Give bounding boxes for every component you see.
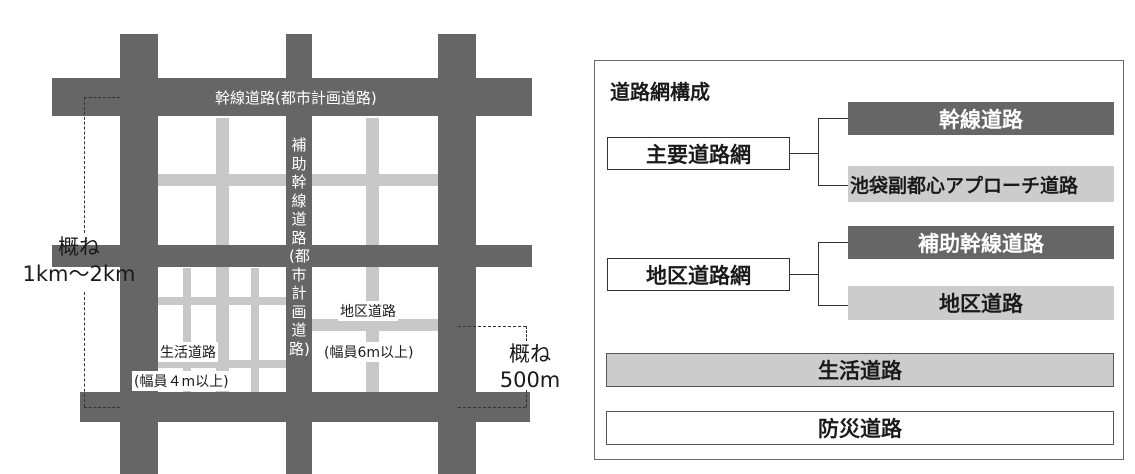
living-road-width-label: (幅員４m以上) bbox=[132, 371, 231, 391]
connector-line bbox=[818, 185, 848, 186]
dimension-line bbox=[84, 292, 85, 407]
dimension-line bbox=[84, 97, 120, 98]
living-road-box: 生活道路 bbox=[606, 353, 1114, 387]
living-road-vertical bbox=[251, 268, 259, 398]
arterial-road-horizontal bbox=[80, 392, 530, 422]
district-network-box: 地区道路網 bbox=[607, 258, 790, 291]
spacing-label-small-line2: 500m bbox=[499, 368, 561, 392]
living-road-label: 生活道路 bbox=[158, 342, 218, 362]
dimension-line bbox=[526, 390, 527, 407]
connector-line bbox=[818, 118, 819, 185]
panel-title: 道路網構成 bbox=[610, 80, 710, 104]
dimension-line bbox=[84, 97, 85, 233]
living-road-horizontal bbox=[120, 360, 300, 368]
disaster-prevention-road-box: 防災道路 bbox=[606, 411, 1114, 445]
ikebukuro-approach-road-box: 池袋副都心アプローチ道路 bbox=[848, 166, 1114, 202]
sub-arterial-road-box: 補助幹線道路 bbox=[848, 226, 1114, 259]
connector-line bbox=[818, 242, 848, 243]
dimension-line bbox=[84, 407, 120, 408]
spacing-label-large-line1: 概ね bbox=[58, 235, 100, 259]
connector-line bbox=[818, 118, 848, 119]
connector-line bbox=[818, 305, 848, 306]
district-road-width-label: (幅員6m以上) bbox=[322, 342, 416, 362]
living-road-horizontal bbox=[120, 297, 300, 305]
main-network-box: 主要道路網 bbox=[607, 137, 790, 170]
spacing-label-small-line1: 概ね bbox=[509, 342, 551, 366]
district-road-label: 地区道路 bbox=[338, 301, 398, 321]
dimension-line bbox=[458, 407, 526, 408]
spacing-label-large: 概ね 1km〜2km bbox=[0, 234, 158, 288]
district-road-box: 地区道路 bbox=[848, 286, 1114, 320]
spacing-label-small: 概ね 500m bbox=[488, 341, 572, 393]
connector-line bbox=[790, 153, 818, 154]
arterial-road-horizontal bbox=[52, 78, 532, 116]
living-road-vertical bbox=[183, 268, 191, 398]
dimension-line bbox=[458, 326, 526, 327]
spacing-label-large-line2: 1km〜2km bbox=[22, 262, 136, 286]
connector-line bbox=[818, 242, 819, 305]
sub-arterial-road-horizontal bbox=[52, 245, 532, 267]
connector-line bbox=[790, 274, 818, 275]
sub-arterial-road-label: 補助幹線道路(都市計画道路) bbox=[289, 136, 310, 358]
arterial-road-label: 幹線道路(都市計画道路) bbox=[215, 89, 377, 107]
dimension-line bbox=[526, 326, 527, 341]
district-road-horizontal bbox=[300, 319, 470, 331]
arterial-road-box: 幹線道路 bbox=[848, 102, 1114, 135]
